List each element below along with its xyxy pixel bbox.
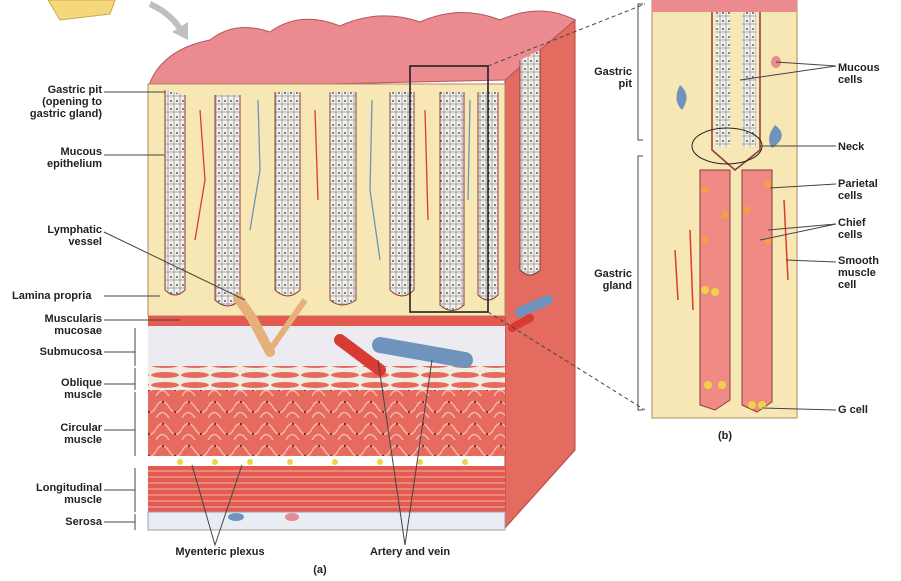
panel-b-pit-bracket	[637, 3, 643, 141]
label-chief-cells: Chief cells	[838, 217, 866, 241]
caption-panel-b: (b)	[717, 430, 733, 442]
serosa-vessel	[285, 513, 299, 521]
side-vessel-vein	[515, 295, 553, 317]
oblique-muscle-layer	[148, 366, 505, 390]
lymphatic-vessel	[233, 293, 275, 357]
panel-b-gastric-pit	[711, 12, 761, 171]
panel-b-parietal-cells	[701, 181, 772, 244]
decorative-stomach-fragment	[47, 0, 116, 21]
label-artery-and-vein: Artery and vein	[369, 546, 451, 558]
label-parietal-cells: Parietal cells	[838, 178, 878, 202]
label-neck: Neck	[838, 141, 865, 153]
caption-panel-a: (a)	[313, 564, 327, 576]
zoom-connector-top	[487, 3, 646, 67]
gastric-glands	[164, 50, 541, 311]
serosa-vessel	[228, 513, 244, 521]
label-mucous-cells: Mucous cells	[838, 62, 880, 86]
serosa-layer	[147, 511, 506, 531]
label-myenteric-plexus: Myenteric plexus	[175, 546, 265, 558]
label-gastric-pit-a: Gastric pit (opening to gastric gland)	[29, 84, 102, 120]
panel-b-mucosa-top	[652, 0, 797, 12]
label-submucosa: Submucosa	[39, 346, 102, 358]
myenteric-plexus-nodes	[177, 459, 468, 465]
magnified-region-box	[409, 65, 489, 313]
label-g-cell: G cell	[838, 404, 868, 416]
leader-lines-panel-a	[103, 91, 433, 547]
panel-b-mucous-cell-column	[742, 12, 756, 147]
side-vessel-artery	[508, 314, 534, 332]
longitudinal-muscle-layer	[148, 466, 505, 512]
label-gastric-gland: Gastric gland	[594, 268, 632, 292]
panel-b-mucous-cell-column	[716, 12, 730, 147]
panel-b-gland-bracket	[637, 155, 643, 411]
lymphatic-vessel-branch	[267, 298, 308, 352]
label-serosa: Serosa	[65, 516, 102, 528]
label-lymphatic-vessel: Lymphatic vessel	[47, 224, 102, 248]
panel-b-g-cells	[701, 286, 766, 409]
circular-muscle-layer	[148, 390, 505, 456]
label-lamina-propria: Lamina propria	[12, 290, 92, 302]
vein	[372, 337, 473, 368]
label-gastric-pit-b: Gastric pit	[594, 66, 632, 90]
pointer-arrow-icon	[148, 1, 185, 34]
zoom-connector-bottom	[487, 311, 646, 411]
label-oblique-muscle: Oblique muscle	[61, 377, 102, 401]
panel-b-blood-vessel	[769, 125, 782, 148]
muscularis-mucosae-layer	[148, 316, 505, 326]
label-longitudinal-muscle: Longitudinal muscle	[36, 482, 102, 506]
panel-b-blood-vessel	[676, 85, 687, 110]
mucosal-folds	[147, 10, 576, 89]
pointer-arrow-head-icon	[172, 22, 188, 40]
leader-lines-panel-b	[739, 61, 837, 411]
artery	[334, 334, 386, 376]
label-mucous-epithelium: Mucous epithelium	[46, 146, 102, 170]
panel-b-gland-right	[741, 169, 773, 413]
label-circular-muscle: Circular muscle	[60, 422, 102, 446]
panel-b-smooth-muscle-fibers	[674, 199, 789, 311]
label-muscularis-mucosae: Muscularis mucosae	[44, 313, 102, 337]
label-smooth-muscle-cell: Smooth muscle cell	[838, 255, 879, 291]
capillaries	[194, 99, 471, 261]
